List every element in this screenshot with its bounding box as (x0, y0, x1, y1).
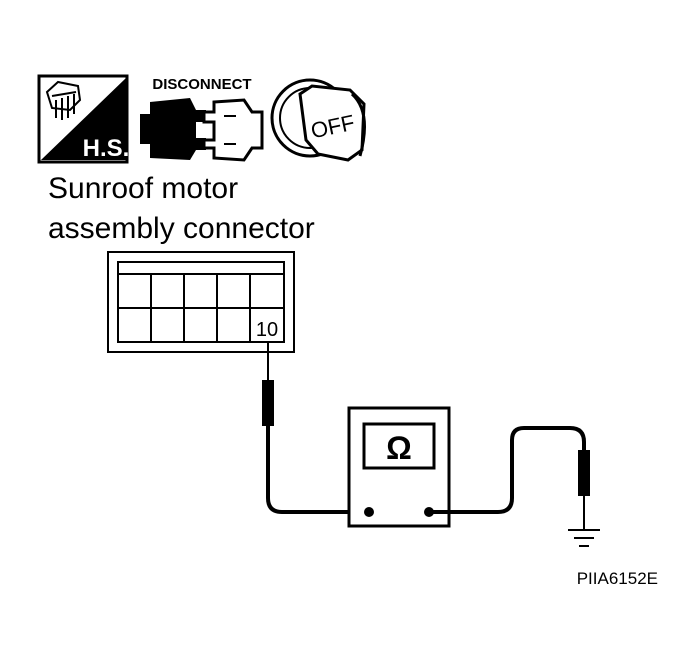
connector-title-line1: Sunroof motor (48, 172, 238, 205)
ground-icon (568, 529, 600, 547)
ohmmeter: Ω (347, 406, 451, 528)
connector-face: 10 (107, 251, 295, 353)
connector-title-line2: assembly connector (48, 212, 315, 245)
ignition-key-icon: OFF (270, 78, 366, 162)
harness-side-icon: H.S. (37, 74, 130, 164)
ohm-symbol: Ω (386, 430, 412, 466)
figure-id: PIIA6152E (577, 569, 658, 588)
probe-lead-ground (429, 426, 590, 530)
meter-terminal-left (364, 507, 374, 517)
probe-lead-terminal (262, 342, 368, 514)
disconnect-icon: DISCONNECT (140, 76, 264, 162)
disconnect-label: DISCONNECT (152, 76, 251, 93)
terminal-number: 10 (256, 319, 278, 341)
harness-side-label: H.S. (83, 135, 130, 162)
